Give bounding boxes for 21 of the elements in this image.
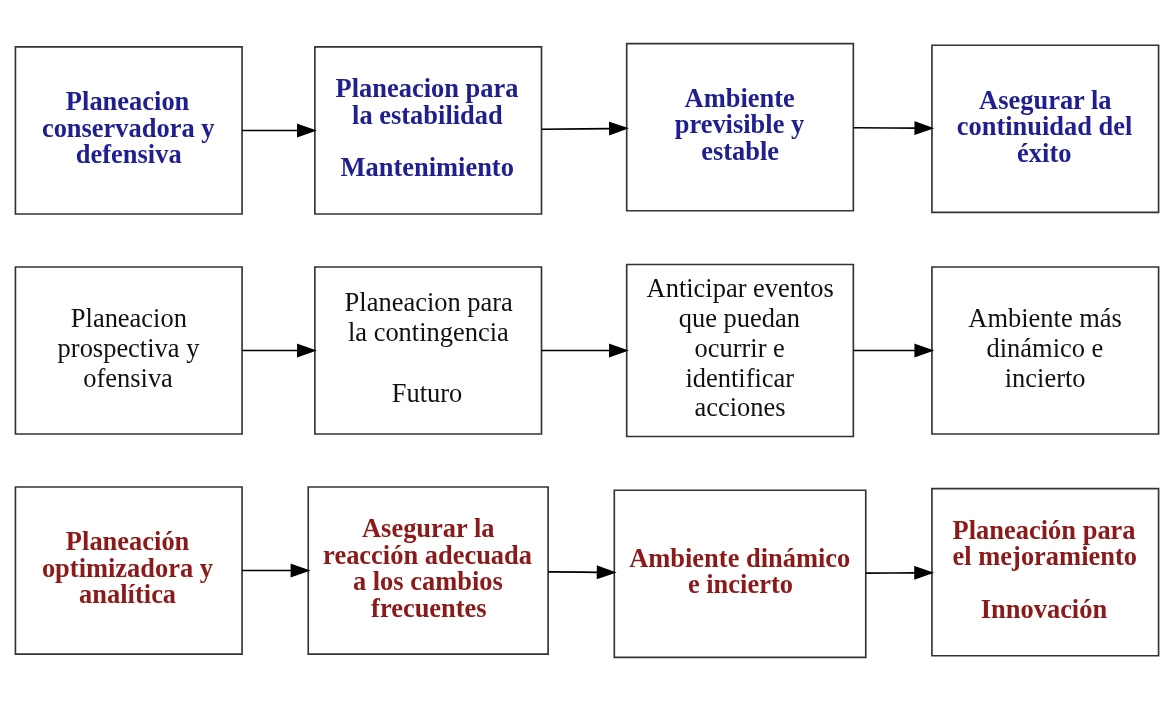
node-box: Ambiente dinámico e incierto <box>613 489 867 659</box>
arrow <box>864 565 935 580</box>
arrow <box>547 565 617 580</box>
node-box: Planeacion para la contingencia Futuro <box>314 266 543 435</box>
node-box: Planeacion prospectiva y ofensiva <box>14 266 243 435</box>
node-box: Planeacion para la estabilidad Mantenimiento <box>314 46 543 215</box>
arrow <box>852 343 935 358</box>
node-box: Planeacion conservadora y defensiva <box>14 46 243 215</box>
node-box: Planeación optimizadora y analítica <box>14 486 243 655</box>
arrow <box>540 343 629 358</box>
node-box: Ambiente previsible y estable <box>625 42 855 212</box>
arrow <box>241 563 311 578</box>
node-box: Planeación para el mejoramiento Innovación <box>931 487 1160 657</box>
node-box: Ambiente más dinámico e incierto <box>931 266 1160 435</box>
node-box: Asegurar la continuidad del éxito <box>931 44 1160 214</box>
arrow <box>241 123 317 138</box>
node-box: Asegurar la reacción adecuada a los cambios frecuentes <box>307 486 549 655</box>
arrow <box>540 121 629 136</box>
arrow <box>852 121 935 136</box>
arrow <box>241 343 317 358</box>
node-box: Anticipar eventos que puedan ocurrir e identificar acciones <box>625 263 855 438</box>
